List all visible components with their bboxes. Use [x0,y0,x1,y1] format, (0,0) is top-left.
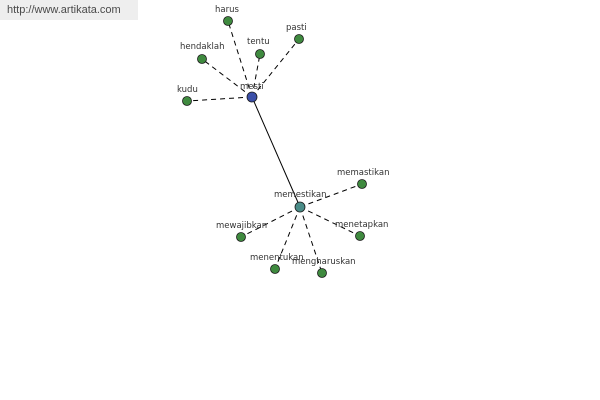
source-url-banner[interactable]: http://www.artikata.com [0,0,138,20]
node-memastikan[interactable] [357,179,367,189]
node-hendaklah[interactable] [197,54,207,64]
node-kudu[interactable] [182,96,192,106]
edge-memestikan-memastikan [299,183,363,208]
nodes-layer [182,16,367,278]
edge-mesti-tentu [251,53,261,98]
node-menentukan[interactable] [270,264,280,274]
node-pasti[interactable] [294,34,304,44]
edges-layer [186,20,363,274]
node-label-memastikan[interactable]: memastikan [337,168,390,178]
node-label-mengharuskan[interactable]: mengharuskan [292,257,356,267]
node-label-hendaklah[interactable]: hendaklah [180,42,225,52]
node-memestikan[interactable] [294,201,306,213]
node-label-harus[interactable]: harus [215,5,239,15]
node-label-menentukan[interactable]: menentukan [250,253,304,263]
node-menetapkan[interactable] [355,231,365,241]
node-tentu[interactable] [255,49,265,59]
node-mesti[interactable] [246,91,258,103]
node-label-mewajibkan[interactable]: mewajibkan [216,221,267,231]
edge-mesti-pasti [251,38,300,98]
labels-layer: mesti memestikan harus tentu pasti hendaklah k… [177,5,390,267]
node-label-menetapkan[interactable]: menetapkan [335,220,388,230]
edge-memestikan-mengharuskan [299,206,323,274]
edge-mesti-harus [227,20,253,98]
edge-memestikan-menentukan [274,206,301,270]
node-harus[interactable] [223,16,233,26]
edge-mesti-hendaklah [201,58,253,98]
edge-mesti-memestikan [251,96,301,208]
node-label-mesti[interactable]: mesti [240,82,264,92]
node-mewajibkan[interactable] [236,232,246,242]
edge-memestikan-mewajibkan [240,206,301,238]
node-label-kudu[interactable]: kudu [177,85,198,95]
node-label-pasti[interactable]: pasti [286,23,307,33]
node-label-tentu[interactable]: tentu [247,37,270,47]
node-mengharuskan[interactable] [317,268,327,278]
edge-memestikan-menetapkan [299,206,361,237]
node-label-memestikan[interactable]: memestikan [274,190,327,200]
edge-mesti-kudu [186,96,253,102]
